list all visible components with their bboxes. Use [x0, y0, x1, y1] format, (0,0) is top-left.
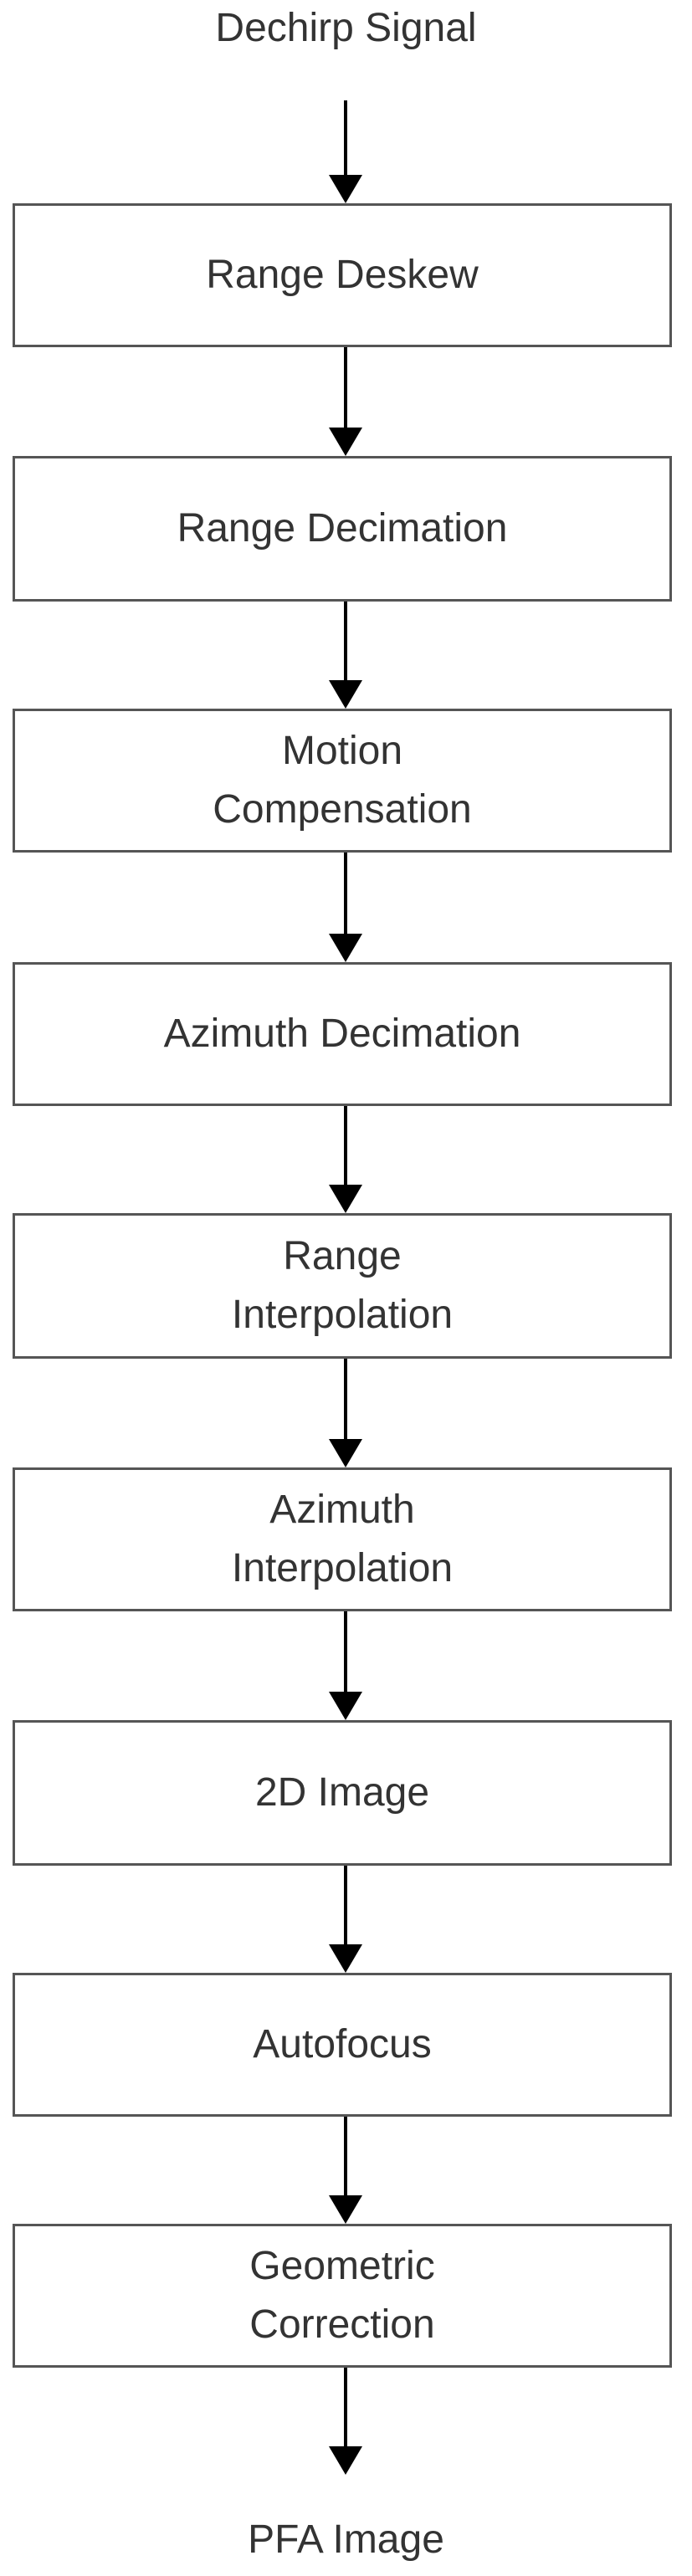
step-label-line-1: Azimuth: [269, 1488, 415, 1533]
step-label: Autofocus: [253, 2022, 432, 2067]
step-geometric-correction: Geometric Correction: [13, 2224, 672, 2368]
arrow-to-range-decimation: [329, 347, 362, 456]
arrow-to-geometric-correction: [329, 2117, 362, 2224]
arrow-to-motion-compensation: [329, 602, 362, 709]
step-label-line-2: Compensation: [213, 787, 472, 832]
step-autofocus: Autofocus: [13, 1973, 672, 2117]
arrow-start-to-range-deskew: [329, 100, 362, 203]
step-label-line-1: Motion: [281, 729, 403, 774]
step-range-interpolation: Range Interpolation: [13, 1213, 672, 1359]
step-label-line-2: Correction: [249, 2302, 435, 2347]
step-label-line-1: Geometric: [249, 2244, 435, 2289]
arrow-to-autofocus: [329, 1866, 362, 1973]
step-azimuth-decimation: Azimuth Decimation: [13, 962, 672, 1106]
step-label: Azimuth Decimation: [163, 1011, 521, 1057]
step-motion-compensation: Motion Compensation: [13, 709, 672, 853]
step-range-decimation: Range Decimation: [13, 456, 672, 602]
arrow-to-range-interpolation: [329, 1106, 362, 1213]
arrow-to-pfa-image: [329, 2368, 362, 2475]
arrow-to-azimuth-decimation: [329, 853, 362, 962]
step-label: Range Decimation: [177, 506, 508, 551]
step-azimuth-interpolation: Azimuth Interpolation: [13, 1467, 672, 1611]
step-range-deskew: Range Deskew: [13, 203, 672, 347]
step-label-line-2: Interpolation: [231, 1293, 454, 1337]
step-label: 2D Image: [254, 1770, 430, 1815]
arrow-to-azimuth-interpolation: [329, 1359, 362, 1467]
step-label: Range Deskew: [206, 253, 479, 298]
step-2d-image: 2D Image: [13, 1720, 672, 1866]
step-label-line-2: Interpolation: [231, 1546, 454, 1590]
step-label-line-1: Range: [283, 1234, 402, 1279]
arrow-to-2d-image: [329, 1611, 362, 1720]
start-label: Dechirp Signal: [215, 6, 477, 50]
end-label: PFA Image: [248, 2517, 444, 2562]
